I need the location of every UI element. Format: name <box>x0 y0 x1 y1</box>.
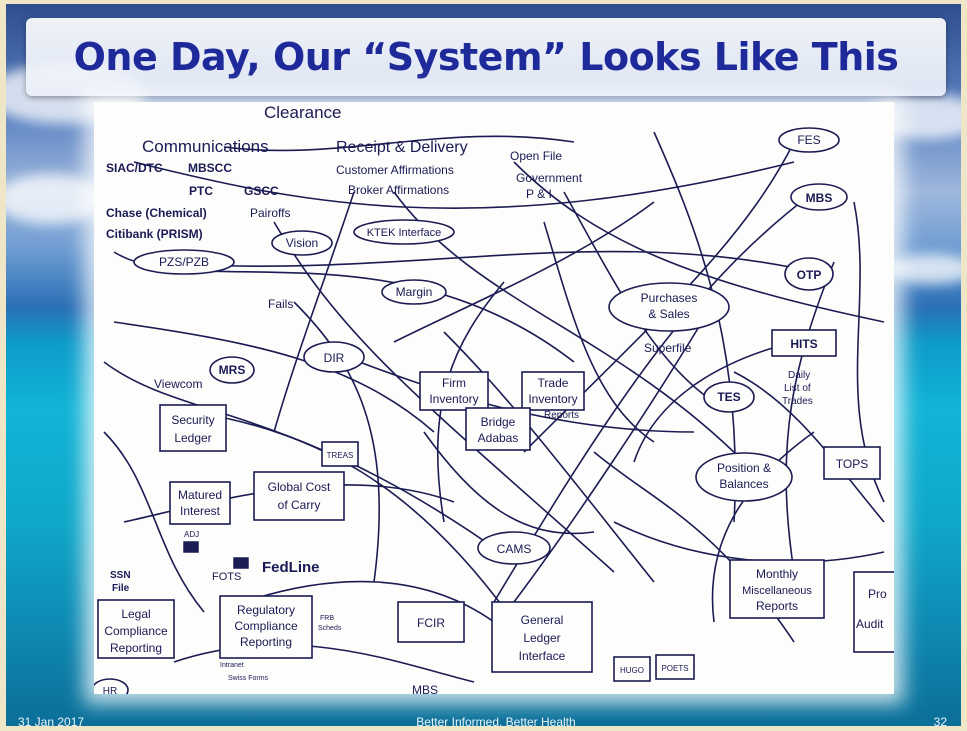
oval-label: Vision <box>286 236 318 250</box>
footer-page-number: 32 <box>933 715 947 726</box>
box-label: Interest <box>180 504 221 518</box>
box-label: Inventory <box>429 392 478 406</box>
slide-background: One Day, Our “System” Looks Like This <box>6 4 961 726</box>
box-label: TREAS <box>327 451 354 460</box>
box-label: HUGO <box>620 666 644 675</box>
diagram-label: GSCC <box>244 184 279 198</box>
diagram-label: Scheds <box>318 625 342 632</box>
box-label: FCIR <box>417 616 445 630</box>
diagram-svg: Clearance Communications SIAC/DTC MBSCC … <box>94 103 894 694</box>
title-bar: One Day, Our “System” Looks Like This <box>26 18 946 96</box>
box-label: Firm <box>442 376 466 390</box>
oval-label: DIR <box>324 351 345 365</box>
footer-date: 31 Jan 2017 <box>18 715 85 726</box>
oval-labels: FES MBS OTP Vision KTEK Interface PZS/PZ… <box>103 133 833 694</box>
box-labels: HITS TOPS Firm Inventory Trade Inventory… <box>104 337 868 675</box>
diagram-label: ADJ <box>184 530 199 539</box>
box-label: Monthly <box>756 567 798 581</box>
diagram-label: Open File <box>510 149 562 163</box>
oval-label: TES <box>717 390 740 404</box>
diagram-label: PTC <box>189 184 213 198</box>
box-label: Compliance <box>234 619 298 633</box>
cloud <box>6 174 106 224</box>
oval-label: KTEK Interface <box>367 227 442 239</box>
box-label: Reports <box>756 599 798 613</box>
labels: Clearance Communications SIAC/DTC MBSCC … <box>106 103 887 694</box>
diagram-label: MBS <box>412 683 438 694</box>
oval-label: CAMS <box>497 542 532 556</box>
box-label: Miscellaneous <box>742 585 812 597</box>
terminal-icon <box>183 541 249 569</box>
diagram-label: Clearance <box>264 103 342 122</box>
box-label: Legal <box>121 607 150 621</box>
diagram-label: Audit <box>856 617 884 631</box>
box-label: Reporting <box>110 641 162 655</box>
box-label: Trade <box>538 376 569 390</box>
box-label: Interface <box>519 649 566 663</box>
slide-title: One Day, Our “System” Looks Like This <box>73 35 899 79</box>
diagram-label: Intranet <box>220 662 244 669</box>
oval-label: FES <box>797 133 820 147</box>
oval-label: Margin <box>396 285 433 299</box>
box-label: Regulatory <box>237 603 295 617</box>
system-diagram: Clearance Communications SIAC/DTC MBSCC … <box>94 102 894 694</box>
diagram-label: Fails <box>268 297 293 311</box>
diagram-label: Broker Affirmations <box>348 183 449 197</box>
diagram-label: Pairoffs <box>250 206 290 220</box>
oval-label: MRS <box>219 363 246 377</box>
oval-label: Balances <box>719 477 768 491</box>
diagram-label: FedLine <box>262 559 320 576</box>
diagram-label: Trades <box>782 396 813 407</box>
box-label: Matured <box>178 488 222 502</box>
box-label: Global Cost <box>268 480 331 494</box>
box-label: POETS <box>661 664 688 673</box>
diagram-label: File <box>112 583 130 594</box>
diagram-label: SIAC/DTC <box>106 161 163 175</box>
box-label: TOPS <box>836 457 868 471</box>
diagram-label: Government <box>516 171 583 185</box>
diagram-label: List of <box>784 383 811 394</box>
diagram-label: Pro <box>868 587 887 601</box>
diagram-label: Citibank (PRISM) <box>106 227 203 241</box>
oval-label: Purchases <box>641 291 698 305</box>
box-label: Security <box>171 413 214 427</box>
diagram-label: FRB <box>320 615 334 622</box>
box-label: Ledger <box>174 431 211 445</box>
cloud <box>886 254 961 284</box>
diagram-label: Viewcom <box>154 377 202 391</box>
diagram-label: Receipt & Delivery <box>336 139 468 156</box>
diagram-label: Daily <box>788 370 810 381</box>
diagram-label: Reports <box>544 410 579 421</box>
oval-label: Position & <box>717 461 771 475</box>
diagram-label: FOTS <box>212 571 241 583</box>
box-label: Compliance <box>104 624 168 638</box>
box-label: Inventory <box>528 392 577 406</box>
box-label: General <box>521 613 564 627</box>
diagram-label: MBSCC <box>188 161 232 175</box>
boxes <box>97 329 894 682</box>
oval-label: MBS <box>806 191 833 205</box>
diagram-label: Swiss Forms <box>228 675 269 682</box>
box-label: Bridge <box>481 415 516 429</box>
footer-tagline: Better Informed, Better Health <box>416 715 576 726</box>
diagram-label: Customer Affirmations <box>336 163 454 177</box>
ovals <box>94 127 848 694</box>
box-label: HITS <box>790 337 817 351</box>
box-label: of Carry <box>278 498 321 512</box>
diagram-label: Chase (Chemical) <box>106 206 207 220</box>
diagram-label: P & I <box>526 187 552 201</box>
connector-lines <box>103 131 885 683</box>
box-label: Ledger <box>523 631 560 645</box>
oval-label: OTP <box>797 268 822 282</box>
oval-label: PZS/PZB <box>159 255 209 269</box>
diagram-label: Superfile <box>644 341 692 355</box>
diagram-label: SSN <box>110 570 131 581</box>
oval-label: & Sales <box>648 307 689 321</box>
box-label: Reporting <box>240 635 292 649</box>
box-label: Adabas <box>478 431 519 445</box>
diagram-label: Communications <box>142 137 269 156</box>
oval-label: HR <box>103 686 117 694</box>
